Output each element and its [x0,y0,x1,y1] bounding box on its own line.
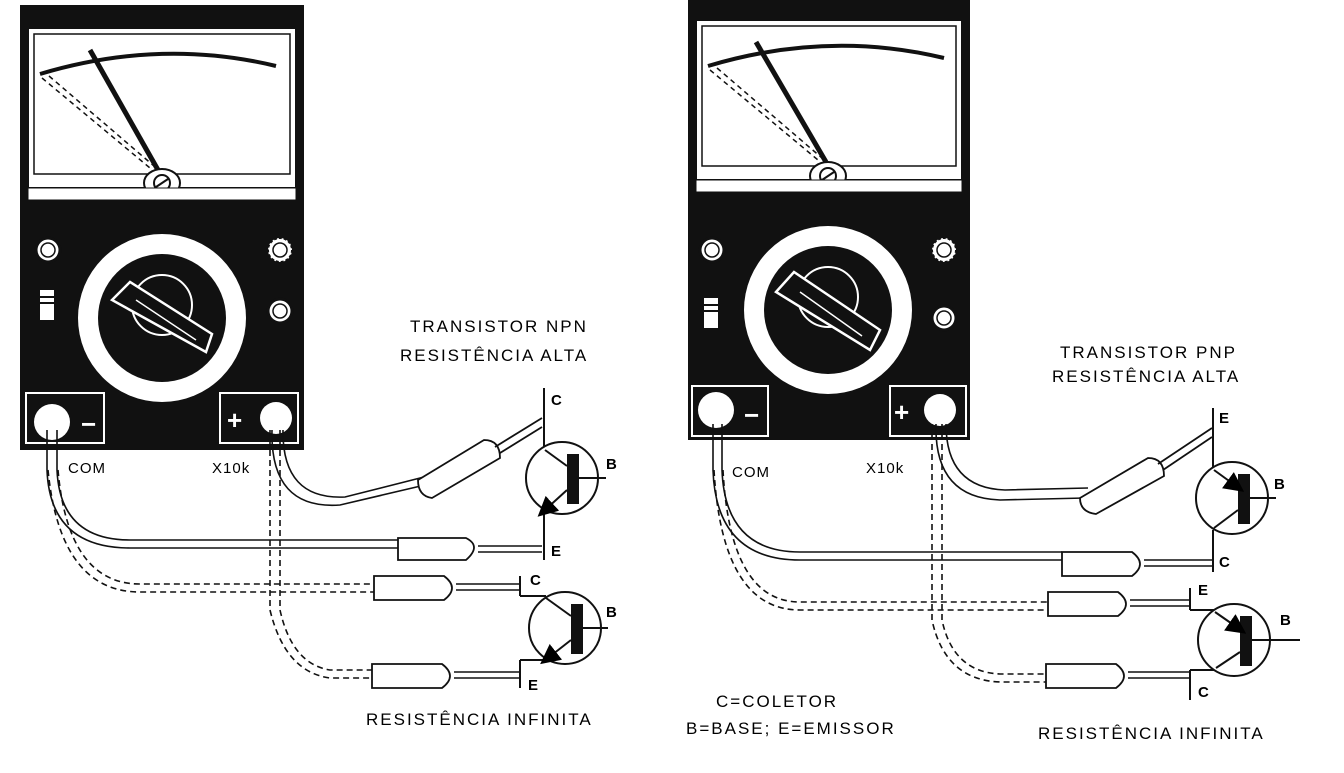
left-switch [40,290,54,320]
left-com-lead-solid [46,430,400,549]
legend-line1: C=COLETOR [716,692,839,711]
right-lower-pin-b: B [1280,612,1291,629]
left-probe-c-upper [417,439,501,499]
right-com-lead-dashed [713,469,1048,611]
left-top-label-line2: RESISTÊNCIA ALTA [400,346,589,365]
right-probe-c-lower [1045,663,1125,689]
right-top-label-line2: RESISTÊNCIA ALTA [1052,367,1241,386]
left-probe-e-lower [371,663,451,689]
right-bottom-label: RESISTÊNCIA INFINITA [1038,724,1265,743]
right-com-jack [698,392,734,428]
left-range-label: X10k [212,460,251,477]
left-npn-transistor-upper [525,388,606,560]
left-upper-pin-b: B [606,456,617,473]
left-probes [371,417,543,689]
left-lower-pin-e: E [528,677,539,694]
left-upper-pin-c: C [551,392,562,409]
left-com-label: COM [68,460,106,477]
right-upper-pin-c: C [1219,554,1230,571]
left-bottom-label: RESISTÊNCIA INFINITA [366,710,593,729]
left-lower-pin-c: C [530,572,541,589]
right-needle [753,40,829,164]
left-multimeter [20,5,304,450]
right-pnp-transistor-lower [1189,588,1300,700]
right-multimeter [688,0,970,440]
right-com-lead-solid [712,424,1062,561]
right-needle-rest [709,69,819,161]
right-pnp-transistor-upper [1195,408,1276,572]
right-lower-pin-e: E [1198,582,1209,599]
left-plus-sign: + [227,405,245,435]
left-top-label-line1: TRANSISTOR NPN [410,317,588,336]
left-range-lead-dashed [269,430,372,679]
left-minus-sign: − [81,409,99,439]
right-probe-e-lower [1047,591,1127,617]
right-upper-pin-b: B [1274,476,1285,493]
left-leads [46,429,429,679]
right-probe-c-upper [1061,551,1141,577]
right-lower-pin-c: C [1198,684,1209,701]
right-range-lead-dashed [931,424,1046,683]
right-range-jack [924,394,956,426]
left-com-lead-dashed [47,469,375,593]
left-npn-transistor-lower [519,576,608,688]
left-probe-c-lower [373,575,453,601]
right-probe-e-upper [1079,457,1165,515]
right-leads [712,423,1089,683]
right-switch [704,298,718,328]
right-probes [1045,427,1213,689]
right-range-lead-solid [935,423,1086,501]
right-upper-pin-e: E [1219,410,1230,427]
right-minus-sign: − [744,400,762,430]
left-com-jack [34,404,70,440]
left-upper-pin-e: E [551,543,562,560]
right-range-label: X10k [866,460,905,477]
left-needle-rest [41,77,151,169]
right-com-label: COM [732,464,770,481]
left-meter-scale [39,51,277,76]
right-plus-sign: + [894,397,912,427]
legend-line2: B=BASE; E=EMISSOR [686,719,896,738]
left-needle [87,48,161,172]
left-range-jack [260,402,292,434]
right-meter-scale [707,43,945,68]
left-lower-pin-b: B [606,604,617,621]
left-range-lead-solid [271,429,426,507]
left-probe-e-upper [397,537,475,561]
right-top-label-line1: TRANSISTOR PNP [1060,343,1237,362]
